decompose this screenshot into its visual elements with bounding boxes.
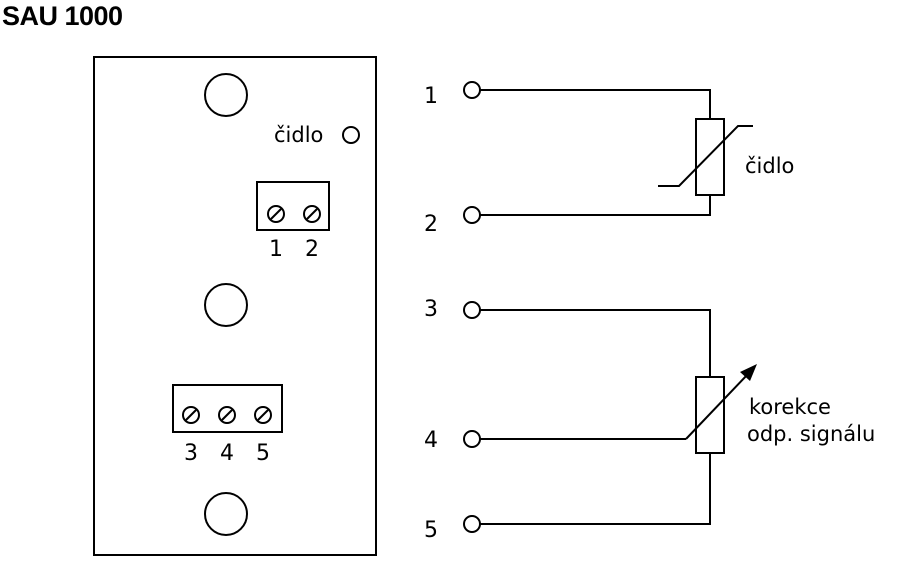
terminal-label-3: 3 [184,441,198,466]
schematic-terminal-1 [463,81,481,99]
screw-terminal-4 [218,406,236,424]
schematic-number-2: 2 [424,212,438,237]
schematic-number-1: 1 [424,84,438,109]
schematic-terminal-2 [463,206,481,224]
potentiometer-label-line1: korekce [749,395,831,419]
screw-terminal-5 [254,406,272,424]
terminal-label-5: 5 [256,441,270,466]
screw-terminal-2 [303,205,321,223]
schematic-number-4: 4 [424,428,438,453]
wire-3 [480,309,711,377]
mounting-hole-middle [204,283,248,327]
thermistor-slash [658,125,753,187]
thermistor-label: čidlo [745,154,794,178]
terminal-block-bottom [172,384,283,433]
wire-2 [480,195,711,216]
potentiometer-label-line2: odp. signálu [747,422,875,446]
screw-terminal-1 [267,205,285,223]
schematic-number-5: 5 [424,518,438,543]
sensor-led [342,126,360,144]
thermistor-symbol [695,118,725,196]
terminal-block-top [256,181,330,231]
wire-1 [480,89,711,119]
module-board [93,56,377,556]
terminal-label-2: 2 [305,237,319,262]
screw-terminal-3 [182,406,200,424]
mounting-hole-bottom [204,492,248,536]
potentiometer-symbol [695,376,725,454]
schematic-terminal-5 [463,515,481,533]
terminal-label-4: 4 [220,441,234,466]
wire-5 [480,453,711,525]
potentiometer-arrowhead [740,364,757,381]
diagram-title: SAU 1000 [2,1,123,31]
schematic-terminal-3 [463,301,481,319]
mounting-hole-top [204,73,248,117]
schematic-terminal-4 [463,430,481,448]
potentiometer-arrow [685,373,749,440]
terminal-label-1: 1 [269,237,283,262]
schematic-number-3: 3 [424,297,438,322]
sensor-led-label: čidlo [274,123,323,147]
